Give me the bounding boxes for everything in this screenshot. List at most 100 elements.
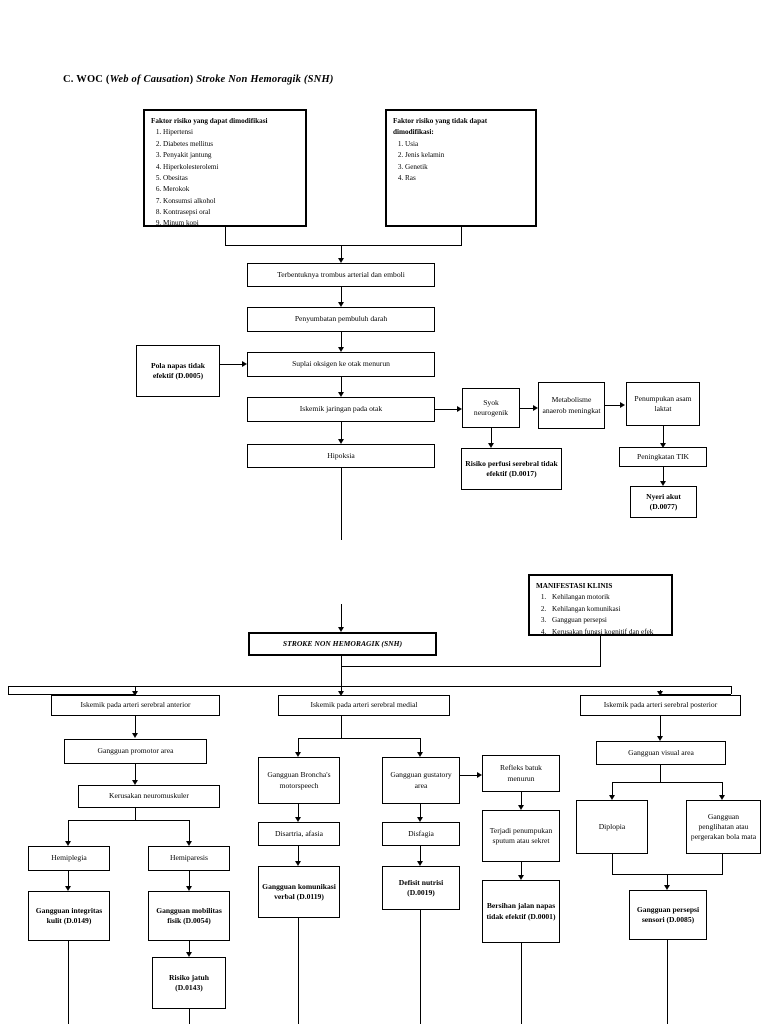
node-label: Gangguan integritas kulit (D.0149) [35, 905, 103, 925]
list-item: Kontrasepsi oral [163, 207, 268, 218]
connector-posterior-visual [660, 716, 661, 737]
arrowhead-to-penyumbatan [338, 302, 344, 307]
node-label: Iskemik jaringan pada otak [299, 404, 383, 414]
node-label: Penumpukan asam laktat [634, 393, 692, 413]
arrowhead-to-stroke [338, 627, 344, 632]
node-label: Kerusakan neuromuskuler [109, 791, 189, 801]
box-gangguan-broncha-motorspeech: Gangguan Broncha's motorspeech [258, 757, 340, 804]
connector-bus-left [8, 686, 9, 694]
connector-drop-anterior [135, 686, 136, 692]
arrowhead-to-hipoksia [338, 439, 344, 444]
box-diplopia: Diplopia [576, 800, 648, 854]
arrowhead-to-suplai [338, 347, 344, 352]
arrowhead-to-persepsi-sensori [664, 885, 670, 890]
arrowhead-to-penglihatan [719, 795, 725, 800]
node-label: Refleks batuk menurun [500, 763, 542, 783]
arrowhead-to-risiko-perfusi [488, 443, 494, 448]
node-label: Defisit nutrisi (D.0019) [398, 877, 444, 897]
connector-visual-split [612, 782, 722, 783]
title-italic-stroke: Stroke Non Hemoragik (SNH) [196, 74, 334, 85]
connector-diplopia-down [612, 854, 613, 874]
connector-penglihatan-down [722, 854, 723, 874]
arrowhead-to-anterior [132, 691, 138, 696]
node-label: Terjadi penumpukan sputum atau sekret [489, 825, 553, 845]
connector-bersihan-down [521, 943, 522, 1024]
connector-to-gustatory [420, 738, 421, 753]
arrowhead-to-trombus [338, 258, 344, 263]
box-suplai-oksigen-menurun: Suplai oksigen ke otak menurun [247, 352, 435, 377]
connector-hemi-split [68, 820, 190, 821]
risk-nonmodifiable-heading: Faktor risiko yang tidak dapat dimodifik… [393, 117, 488, 137]
connector-tik-nyeri [663, 467, 664, 482]
title-mid: ) [189, 74, 197, 85]
connector-to-penglihatan [722, 782, 723, 796]
arrowhead-to-integritas [65, 886, 71, 891]
connector-broncha-disartria [298, 804, 299, 818]
arrowhead-to-gustatory [417, 752, 423, 757]
connector-sensori-down [667, 940, 668, 1024]
list-item: Ras [405, 173, 529, 184]
connector-laktat-tik [663, 426, 664, 444]
connector-nonmodifiable-down [461, 227, 462, 245]
risk-modifiable-heading: Faktor risiko yang dapat dimodifikasi [151, 117, 268, 125]
connector-neuromuskuler-down [135, 808, 136, 820]
arrowhead-to-risiko-jatuh [186, 952, 192, 957]
connector-disartria-komunikasi [298, 846, 299, 862]
list-item: Obesitas [163, 173, 268, 184]
box-nyeri-akut: Nyeri akut (D.0077) [630, 486, 697, 518]
arrowhead-to-posterior [657, 691, 663, 696]
connector-suplai-iskemik [341, 377, 342, 393]
connector-bus-left-h [8, 694, 136, 695]
box-stroke-non-hemoragik: STROKE NON HEMORAGIK (SNH) [248, 632, 437, 656]
node-label: Iskemik pada arteri serebral medial [310, 700, 418, 710]
page-title: C. WOC (Web of Causation) Stroke Non Hem… [63, 74, 334, 85]
connector-bus-right-h [660, 694, 731, 695]
node-label: Gangguan komunikasi verbal (D.0119) [262, 881, 336, 901]
connector-merge-down [341, 245, 342, 259]
box-refleks-batuk-menurun: Refleks batuk menurun [482, 755, 560, 792]
distribution-bus-horizontal [8, 686, 731, 687]
box-gangguan-persepsi-sensori: Gangguan persepsi sensori (D.0085) [629, 890, 707, 940]
arrowhead-to-disfagia [417, 817, 423, 822]
box-gangguan-komunikasi-verbal: Gangguan komunikasi verbal (D.0119) [258, 866, 340, 918]
arrowhead-to-laktat [620, 402, 625, 408]
connector-iskemik-syok [435, 409, 457, 410]
box-kerusakan-neuromuskuler: Kerusakan neuromuskuler [78, 785, 220, 808]
list-item: Usia [405, 139, 529, 150]
box-disartria-afasia: Disartria, afasia [258, 822, 340, 846]
node-label: Gangguan penglihatan atau pergerakan bol… [690, 811, 757, 842]
list-item: Diabetes mellitus [163, 139, 268, 150]
connector-mobilitas-jatuh [189, 941, 190, 953]
list-item: Minum kopi [163, 218, 268, 229]
arrowhead-to-mobilitas [186, 886, 192, 891]
box-gangguan-visual-area: Gangguan visual area [596, 741, 726, 765]
box-metabolisme-anaerob: Metabolisme anaerob meningkat [538, 382, 605, 429]
arrowhead-to-broncha [295, 752, 301, 757]
node-label: STROKE NON HEMORAGIK (SNH) [282, 638, 403, 648]
box-defisit-nutrisi: Defisit nutrisi (D.0019) [382, 866, 460, 910]
list-item: Gangguan persepsi [548, 615, 665, 626]
connector-medial-split [298, 738, 420, 739]
arrowhead-to-sputum [518, 805, 524, 810]
connector-to-stroke [341, 604, 342, 628]
node-label: Iskemik pada arteri serebral anterior [80, 700, 191, 710]
connector-medial-down [341, 716, 342, 738]
box-disfagia: Disfagia [382, 822, 460, 846]
box-gangguan-penglihatan: Gangguan penglihatan atau pergerakan bol… [686, 800, 761, 854]
arrowhead-to-hemiparesis [186, 841, 192, 846]
connector-manifestasi-bus [341, 666, 601, 667]
list-item: Hipertensi [163, 127, 268, 138]
node-label: Gangguan persepsi sensori (D.0085) [636, 904, 700, 924]
box-manifestasi-klinis: MANIFESTASI KLINIS Kehilangan motorik Ke… [528, 574, 673, 636]
arrowhead-to-tik [660, 443, 666, 448]
box-gangguan-mobilitas-fisik: Gangguan mobilitas fisik (D.0054) [148, 891, 230, 941]
connector-merge-horizontal [225, 245, 462, 246]
connector-to-hemiplegia [68, 820, 69, 842]
connector-sputum-bersihan [521, 862, 522, 876]
risk-nonmodifiable-list: Usia Jenis kelamin Genetik Ras [393, 139, 529, 185]
arrowhead-to-iskemik [338, 392, 344, 397]
node-label: Suplai oksigen ke otak menurun [292, 359, 390, 369]
box-risiko-perfusi-serebral: Risiko perfusi serebral tidak efektif (D… [461, 448, 562, 490]
list-item: Merokok [163, 184, 268, 195]
